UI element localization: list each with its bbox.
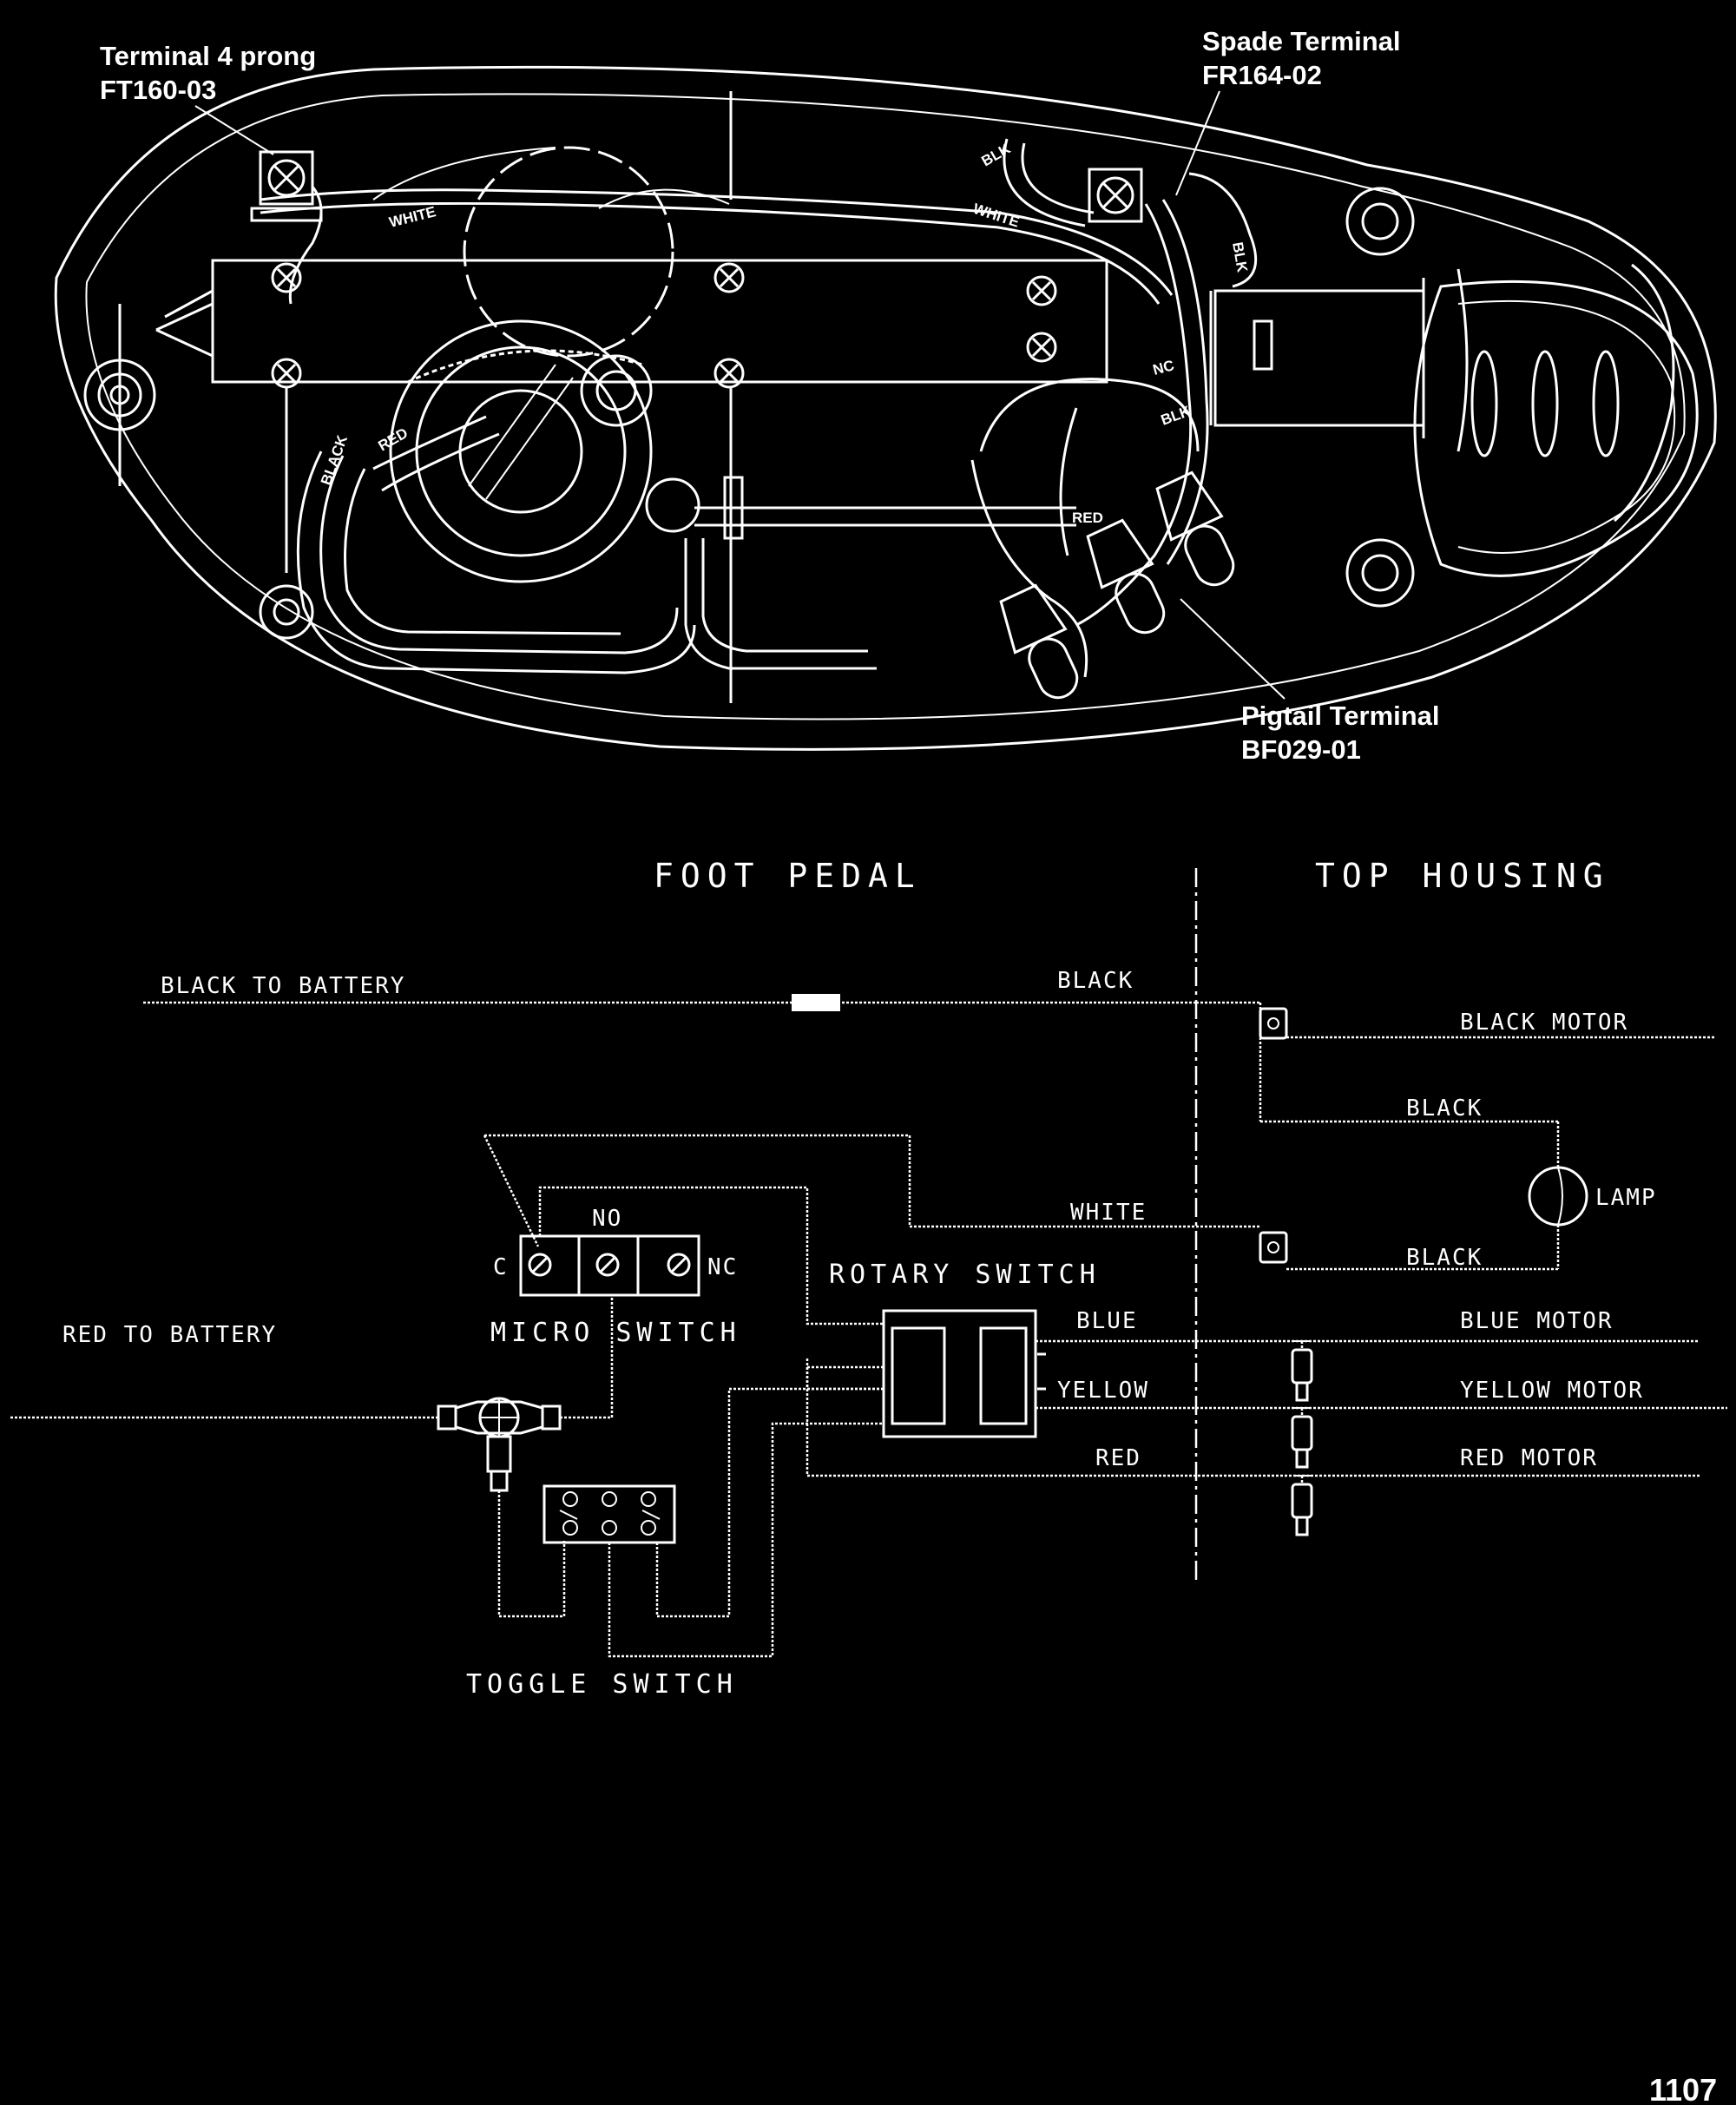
wiring-schematic: FOOT PEDAL TOP HOUSING BLACK TO BATTERY … [10,857,1727,1700]
lamp-symbol [1528,1122,1588,1269]
motor-pigtail-connectors [1291,1340,1313,1536]
label-white: WHITE [1070,1200,1147,1226]
mount-post-top-right [1345,187,1415,256]
micro-switch-nc: NC [707,1254,738,1280]
white-wire-terminal [1259,1231,1288,1264]
section-foot-pedal: FOOT PEDAL [654,857,922,895]
motor-sleeve [1213,289,1425,427]
top-housing-illustration: WHITE WHITE BLK BLK BLK BLACK RED RED NC… [54,26,1717,765]
motor-head-inner [1457,299,1676,554]
wire-harness [260,138,1258,678]
red-battery-junction [437,1397,562,1492]
label-black-lamp-top: BLACK [1406,1095,1483,1122]
label-black-motor: BLACK MOTOR [1460,1010,1628,1036]
callout-spade-terminal-name: Spade Terminal [1202,26,1401,56]
housing-label-red-left: RED [376,424,411,454]
mount-post-bottom-left [259,584,314,640]
housing-inner-shell [85,93,1686,720]
micro-switch-c: C [493,1254,509,1280]
label-red-motor: RED MOTOR [1460,1445,1598,1471]
label-red-to-battery: RED TO BATTERY [62,1322,277,1348]
wire-white [484,1134,1260,1228]
label-black-to-battery: BLACK TO BATTERY [161,973,405,999]
label-black: BLACK [1057,968,1134,994]
toggle-switch [542,1484,676,1544]
callout-terminal-4-prong: Terminal 4 prong FT160-03 [100,41,316,155]
spade-terminal-part [1088,168,1143,223]
callout-terminal-4-prong-name: Terminal 4 prong [100,41,316,71]
section-top-housing: TOP HOUSING [1315,857,1610,895]
toggle-switch-label: TOGGLE SWITCH [466,1669,738,1700]
housing-label-red-right: RED [1072,510,1103,526]
callout-pigtail-terminal-name: Pigtail Terminal [1241,701,1440,731]
mounting-bar [211,259,1108,384]
rotary-switch [882,1309,1046,1438]
steering-gear [389,319,653,583]
mount-post-bottom-right [1345,538,1415,608]
housing-label-blk-lower: BLK [1159,403,1194,429]
label-red: RED [1095,1445,1141,1471]
callout-spade-terminal-part: FR164-02 [1202,60,1322,90]
housing-label-black: BLACK [318,432,351,487]
label-yellow: YELLOW [1057,1378,1149,1404]
frame-screws [271,262,1057,389]
housing-label-nc: NC [1151,357,1176,378]
micro-switch [519,1234,700,1297]
callout-pigtail-terminal-part: BF029-01 [1241,734,1361,765]
housing-label-blk-top: BLK [979,140,1014,169]
label-lamp: LAMP [1595,1185,1657,1211]
housing-outer-shell [54,65,1717,751]
micro-switch-label: MICRO SWITCH [490,1318,741,1348]
callout-spade-terminal: Spade Terminal FR164-02 [1175,26,1401,196]
fuse [792,994,840,1011]
pigtail-terminals [999,470,1235,700]
callout-pigtail-terminal: Pigtail Terminal BF029-01 [1180,598,1440,765]
rotary-switch-label: ROTARY SWITCH [829,1260,1101,1290]
housing-label-blk-right: BLK [1229,240,1251,273]
callout-terminal-4-prong-part: FT160-03 [100,75,216,105]
page-number: 1107 [1649,2072,1717,2105]
mount-post-left [83,304,156,486]
label-yellow-motor: YELLOW MOTOR [1460,1378,1644,1404]
label-black-lamp-bottom: BLACK [1406,1245,1483,1271]
label-blue-motor: BLUE MOTOR [1460,1308,1614,1334]
black-motor-terminal [1259,1007,1288,1040]
housing-label-white-left: WHITE [387,203,437,231]
label-blue: BLUE [1076,1308,1138,1334]
motor-head [1413,280,1699,577]
micro-switch-no: NO [592,1206,622,1232]
